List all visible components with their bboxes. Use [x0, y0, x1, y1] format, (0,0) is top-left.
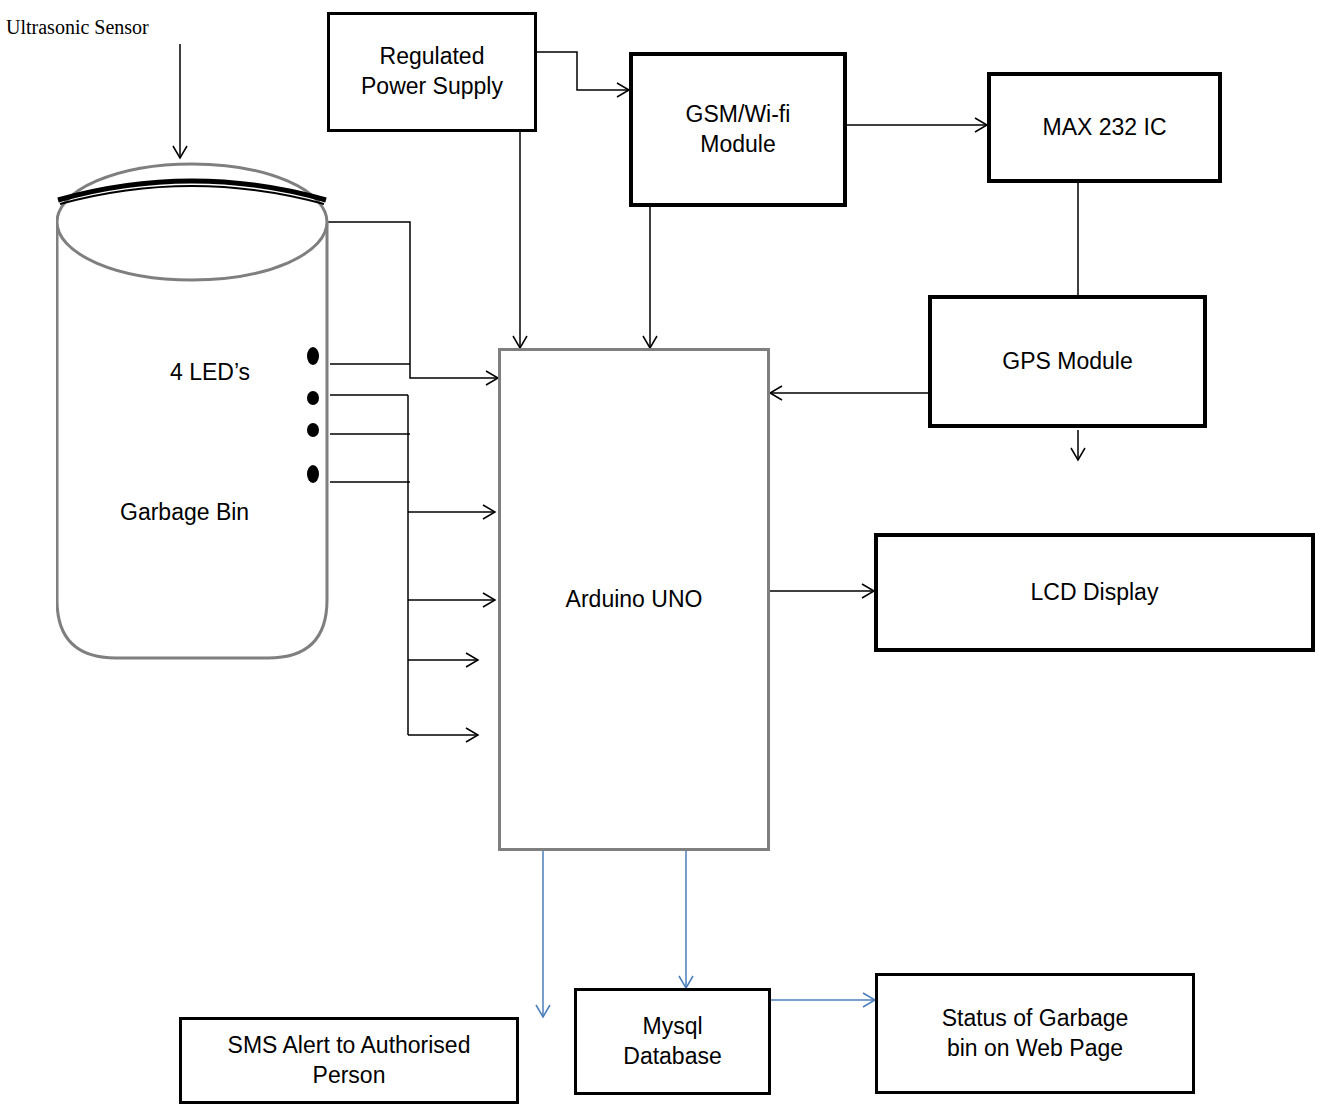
box-label: Mysql Database [597, 1012, 748, 1072]
connector [537, 52, 629, 97]
lcd-display-box: LCD Display [874, 533, 1315, 652]
led-wires [330, 364, 495, 742]
gsm-module-box: GSM/Wi-fi Module [629, 52, 847, 207]
connector [847, 118, 987, 132]
arrow-head [536, 1005, 550, 1017]
connector [328, 222, 498, 385]
connector-line [1077, 183, 1079, 295]
connector [679, 851, 693, 988]
connector-line [537, 52, 629, 90]
bin-outline [56, 160, 330, 660]
sensor-label: Ultrasonic Sensor [6, 16, 149, 39]
connector-line [847, 124, 987, 126]
connector [770, 386, 928, 400]
arrow-head [975, 118, 987, 132]
box-label: MAX 232 IC [1043, 113, 1167, 143]
connector [513, 132, 527, 348]
power-supply-box: Regulated Power Supply [327, 12, 537, 132]
connector-line [770, 392, 928, 394]
garbage-bin: 4 LED’sGarbage Bin [56, 160, 330, 660]
box-label: Status of Garbage bin on Web Page [926, 1004, 1144, 1064]
arrow-head [513, 336, 527, 348]
arrow-head [617, 83, 629, 97]
sensor-arrow [173, 44, 187, 158]
connector [771, 993, 875, 1007]
box-label: GPS Module [1002, 347, 1132, 377]
arrow-head [486, 371, 498, 385]
arrow-head [862, 584, 874, 598]
box-label: Arduino UNO [566, 585, 703, 615]
arrow-head [679, 976, 693, 988]
connector [1078, 183, 1079, 295]
box-label: LCD Display [1031, 578, 1159, 608]
box-label: SMS Alert to Authorised Person [194, 1031, 504, 1091]
bin-label: Garbage Bin [120, 498, 249, 528]
connector [770, 584, 874, 598]
connector [643, 207, 657, 348]
arrow-head [863, 993, 875, 1007]
arrow-head [770, 386, 782, 400]
connector-line [770, 590, 874, 592]
box-label: GSM/Wi-fi Module [653, 100, 823, 160]
connector-line [542, 851, 544, 1017]
gps-output-arrow [1071, 430, 1085, 460]
arrow-head [643, 336, 657, 348]
web-status-box: Status of Garbage bin on Web Page [875, 973, 1195, 1094]
connector-line [649, 207, 651, 348]
connector [536, 851, 550, 1017]
sms-alert-box: SMS Alert to Authorised Person [179, 1017, 519, 1104]
max232-box: MAX 232 IC [987, 72, 1222, 183]
connector-line [771, 999, 875, 1001]
connector-line [685, 851, 687, 988]
database-box: Mysql Database [574, 988, 771, 1095]
connector-line [519, 132, 521, 348]
led-label: 4 LED’s [170, 358, 250, 388]
gps-module-box: GPS Module [928, 295, 1207, 428]
arduino-box: Arduino UNO [498, 348, 770, 851]
box-label: Regulated Power Supply [346, 42, 518, 102]
connector-line [328, 222, 498, 378]
